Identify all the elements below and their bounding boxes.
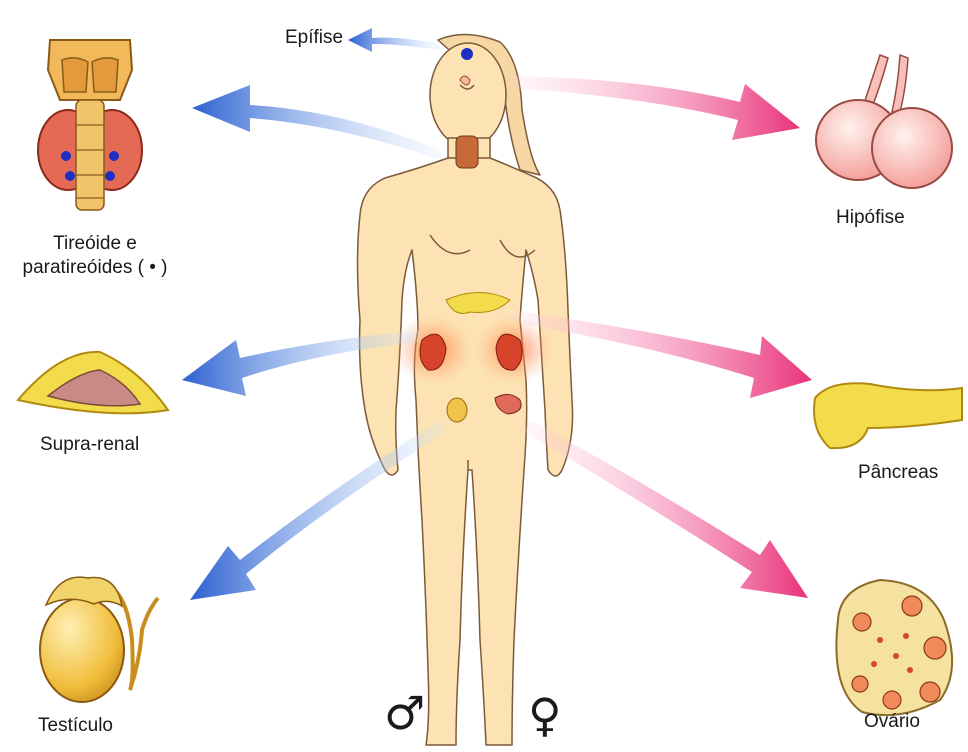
label-ovario: Ovário: [864, 710, 920, 734]
label-tireoide-line2: paratireóides ( • ): [10, 256, 180, 280]
male-symbol: ♂: [384, 690, 425, 736]
label-hipofise: Hipófise: [836, 206, 905, 230]
label-suprarrenal: Supra-renal: [40, 433, 139, 457]
ovario-illustration: [836, 580, 952, 715]
label-tireoide-line1: Tireóide e: [10, 232, 180, 256]
suprarrenal-illustration: [18, 352, 168, 413]
testiculo-illustration: [40, 577, 158, 702]
epifise-dot: [461, 48, 473, 60]
label-pancreas: Pâncreas: [858, 461, 938, 485]
arrow-testiculo: [190, 420, 446, 600]
label-testiculo: Testículo: [38, 714, 113, 738]
arrow-epifise: [348, 28, 440, 52]
female-symbol: ♀: [528, 692, 562, 738]
arrow-hipofise: [510, 76, 800, 140]
pancreas-illustration: [814, 383, 962, 448]
tireoide-illustration: [38, 40, 142, 210]
arrow-ovario: [524, 420, 808, 598]
hipofise-illustration: [816, 55, 952, 188]
arrow-tireoide: [192, 85, 440, 160]
label-epifise: Epífise: [285, 26, 343, 50]
